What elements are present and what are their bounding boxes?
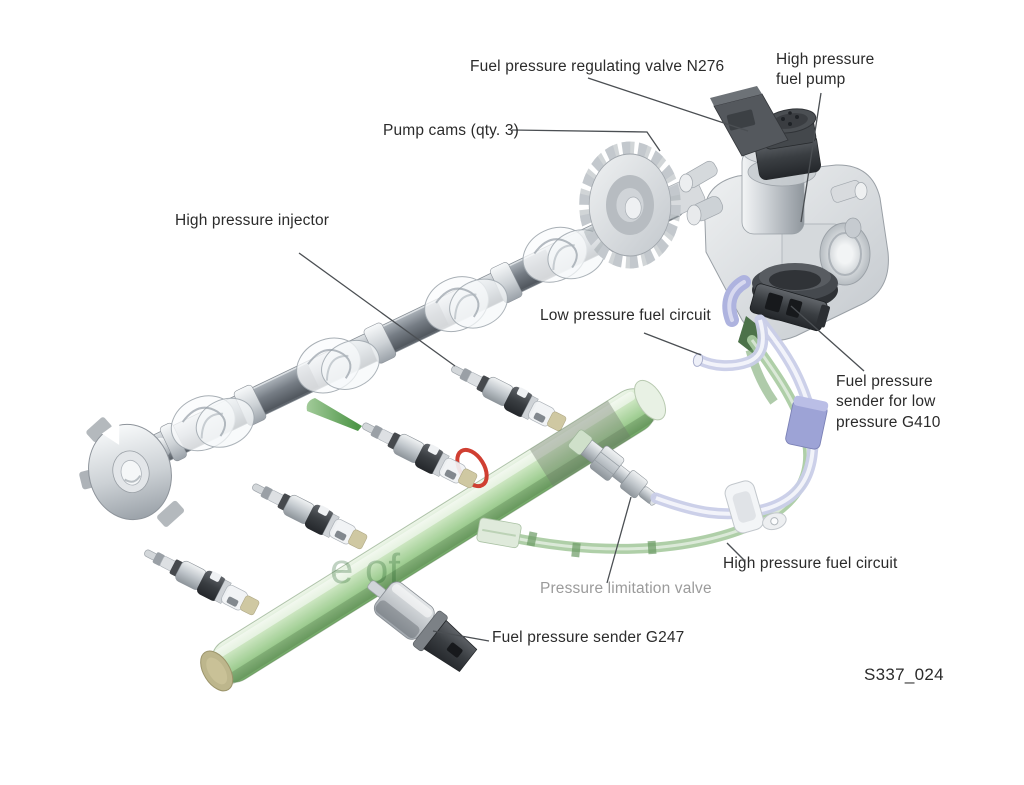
label-regulating-valve: Fuel pressure regulating valve N276	[470, 58, 725, 75]
leader-limitation-valve	[606, 496, 632, 584]
g247-sender	[367, 580, 478, 673]
fuel-spray-cone	[306, 398, 362, 431]
label-pressure-limitation-valve: Pressure limitation valve	[540, 580, 712, 597]
pump-right-port	[830, 180, 868, 239]
leader-fuel-pump	[800, 92, 822, 223]
g410-sender	[749, 283, 830, 332]
g410-inline-block	[785, 395, 829, 450]
tube-clip	[724, 480, 787, 534]
leader-low-pressure	[643, 332, 702, 356]
label-g247: Fuel pressure sender G247	[492, 629, 685, 646]
n276-connector	[710, 86, 789, 157]
high-pressure-injector-2	[356, 412, 482, 494]
camshaft-trigger-wheel	[79, 417, 185, 527]
low-pressure-fuel-line	[650, 314, 819, 520]
high-pressure-injector-1	[445, 355, 571, 437]
sprocket-gear	[579, 141, 681, 269]
pump-left-ports	[679, 160, 724, 226]
leader-g410	[790, 305, 865, 372]
label-low-pressure-circuit: Low pressure fuel circuit	[540, 307, 711, 324]
label-g410: Fuel pressure sender for low pressure G4…	[836, 373, 941, 431]
watermark: e of	[330, 545, 400, 592]
high-pressure-injector-3	[246, 473, 372, 555]
low-pressure-nipple-end	[692, 353, 704, 367]
leader-high-pressure	[726, 542, 745, 561]
fuel-rail	[200, 379, 667, 692]
label-pump-cams: Pump cams (qty. 3)	[383, 122, 519, 139]
label-high-pressure-circuit: High pressure fuel circuit	[723, 555, 898, 572]
high-pressure-fuel-pump	[679, 86, 889, 405]
leader-lines	[298, 77, 865, 642]
rail-union-fitting	[568, 429, 660, 506]
leader-n276	[587, 77, 749, 132]
label-fuel-pump: High pressure fuel pump	[776, 51, 875, 89]
leader-injector	[298, 252, 456, 367]
leader-g247	[432, 630, 490, 642]
reference-code: S337_024	[864, 665, 944, 684]
leader-pump-cams	[511, 129, 661, 152]
label-injector: High pressure injector	[175, 212, 330, 229]
high-pressure-injector-4	[138, 539, 264, 621]
